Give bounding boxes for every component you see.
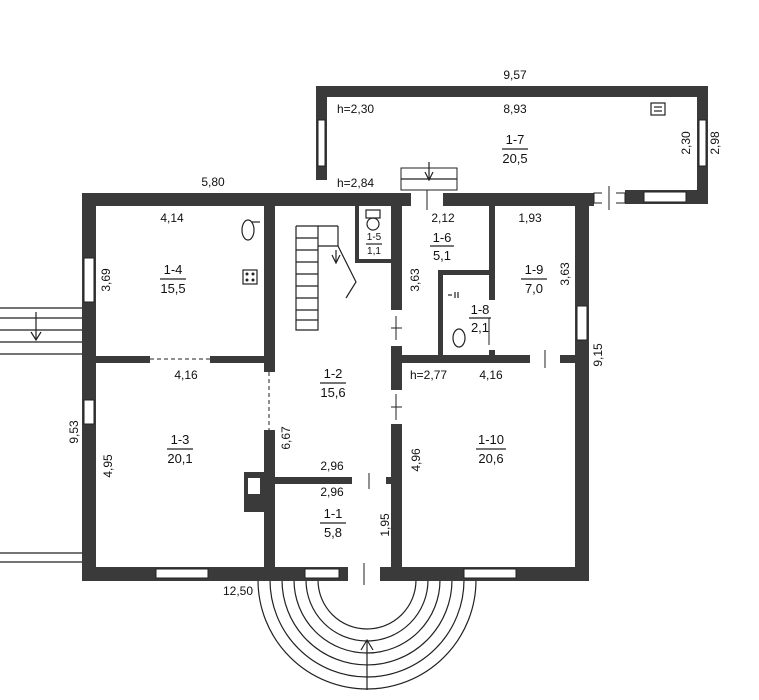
room-1-5-label: 1-5 1,1 — [366, 232, 382, 257]
doors — [150, 162, 616, 585]
height-annex-bottom: h=2,84 — [337, 176, 374, 190]
room-id: 1-1 — [324, 506, 343, 521]
room-1-1-label: 1-1 5,8 — [320, 506, 346, 540]
dim-r16-top: 2,12 — [431, 211, 455, 225]
room-area: 2,1 — [471, 320, 489, 335]
height-main-right: h=2,77 — [410, 368, 447, 382]
room-id: 1-5 — [367, 232, 382, 243]
room-area: 1,1 — [367, 246, 381, 257]
room-area: 7,0 — [525, 281, 543, 296]
room-area: 20,5 — [502, 151, 527, 166]
room-1-6-label: 1-6 5,1 — [430, 230, 454, 263]
dim-r11-right: 1,95 — [378, 513, 392, 537]
staircase — [295, 225, 357, 331]
dim-r12-bottom: 2,96 — [320, 459, 344, 473]
dim-r11-top: 2,96 — [320, 485, 344, 499]
left-steps — [0, 307, 82, 355]
room-id: 1-7 — [506, 132, 525, 147]
dim-right-total: 9,15 — [591, 343, 605, 367]
room-id: 1-8 — [471, 302, 490, 317]
room-1-10-label: 1-10 20,6 — [476, 432, 506, 466]
room-area: 5,1 — [433, 248, 451, 263]
left-ramp — [0, 552, 82, 563]
dim-annex-inner: 8,93 — [503, 102, 527, 116]
room-id: 1-6 — [433, 230, 452, 245]
room-1-3-label: 1-3 20,1 — [167, 432, 193, 466]
room-1-4-label: 1-4 15,5 — [160, 262, 186, 296]
dim-r13-left: 4,95 — [101, 454, 115, 478]
room-area: 5,8 — [324, 525, 342, 540]
room-area: 20,6 — [478, 451, 503, 466]
dim-r110-top: 4,16 — [479, 368, 503, 382]
dim-annex-right-outer: 2,98 — [708, 131, 722, 155]
room-area: 15,6 — [320, 385, 345, 400]
dim-r19-top: 1,93 — [518, 211, 542, 225]
room-1-2-label: 1-2 15,6 — [320, 366, 346, 400]
height-annex-top: h=2,30 — [337, 102, 374, 116]
ceiling-heights: h=2,30 h=2,84 h=2,77 — [337, 102, 447, 382]
fixtures — [241, 102, 666, 512]
dim-r19-right: 3,63 — [558, 262, 572, 286]
room-1-7-label: 1-7 20,5 — [502, 132, 528, 166]
room-id: 1-9 — [525, 262, 544, 277]
dim-bottom-total: 12,50 — [223, 584, 253, 598]
dim-top-annex: 9,57 — [503, 68, 527, 82]
dim-r14-top: 4,14 — [160, 211, 184, 225]
room-area: 20,1 — [167, 451, 192, 466]
room-area: 15,5 — [160, 281, 185, 296]
room-1-8-label: 1-8 2,1 — [469, 302, 491, 335]
dim-top-main: 5,80 — [201, 175, 225, 189]
room-id: 1-10 — [478, 432, 504, 447]
dim-r14-left: 3,69 — [99, 268, 113, 292]
room-id: 1-4 — [164, 262, 183, 277]
dim-annex-right-inner: 2,30 — [679, 131, 693, 155]
room-1-9-label: 1-9 7,0 — [521, 262, 547, 296]
dimensions: 9,57 8,93 5,80 4,14 2,12 1,93 4,16 4,16 … — [67, 68, 722, 598]
room-id: 1-2 — [324, 366, 343, 381]
front-porch — [257, 579, 477, 690]
dim-r110-left: 4,96 — [409, 448, 423, 472]
dim-left-total: 9,53 — [67, 420, 81, 444]
room-id: 1-3 — [171, 432, 190, 447]
dim-r13-top: 4,16 — [174, 368, 198, 382]
dim-r16-left: 3,63 — [408, 268, 422, 292]
dim-r12-left: 6,67 — [279, 426, 293, 450]
